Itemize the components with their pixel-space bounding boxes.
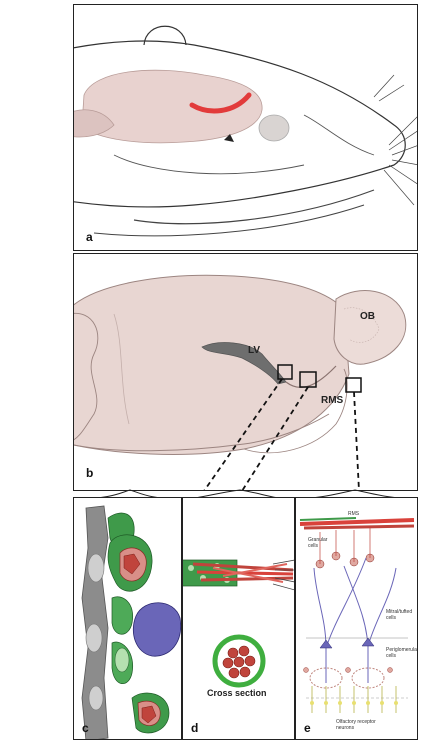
panel-c: c (73, 497, 182, 740)
mitral-cells-label: Mitral/tufted cells (386, 610, 416, 621)
ob-label: OB (360, 311, 375, 322)
cell-chain-illustration (74, 498, 182, 740)
panel-d-label: d (191, 721, 198, 735)
panel-e: RMS Granular cells Mitral/tufted cells P… (295, 497, 418, 740)
rms-label: RMS (321, 395, 343, 406)
rms-tube-illustration (183, 498, 295, 740)
cross-section-label: Cross section (207, 688, 267, 698)
panel-a: a (73, 4, 418, 251)
panel-b-label: b (86, 466, 93, 480)
rat-head-illustration (74, 5, 418, 251)
olfactory-receptor-neurons-label: Olfactory receptor neurons (336, 720, 381, 731)
brain-illustration (74, 254, 418, 491)
panel-a-label: a (86, 230, 93, 244)
panel-c-label: c (82, 721, 89, 735)
panel-d: Cross section d (182, 497, 295, 740)
granular-cells-label: Granular cells (308, 538, 334, 549)
panel-b: LV OB RMS b (73, 253, 418, 491)
panel-e-rms-label: RMS (348, 512, 359, 518)
lv-label: LV (248, 345, 260, 356)
periglomerular-cells-label: Periglomerular cells (386, 648, 418, 659)
panel-e-label: e (304, 721, 311, 735)
